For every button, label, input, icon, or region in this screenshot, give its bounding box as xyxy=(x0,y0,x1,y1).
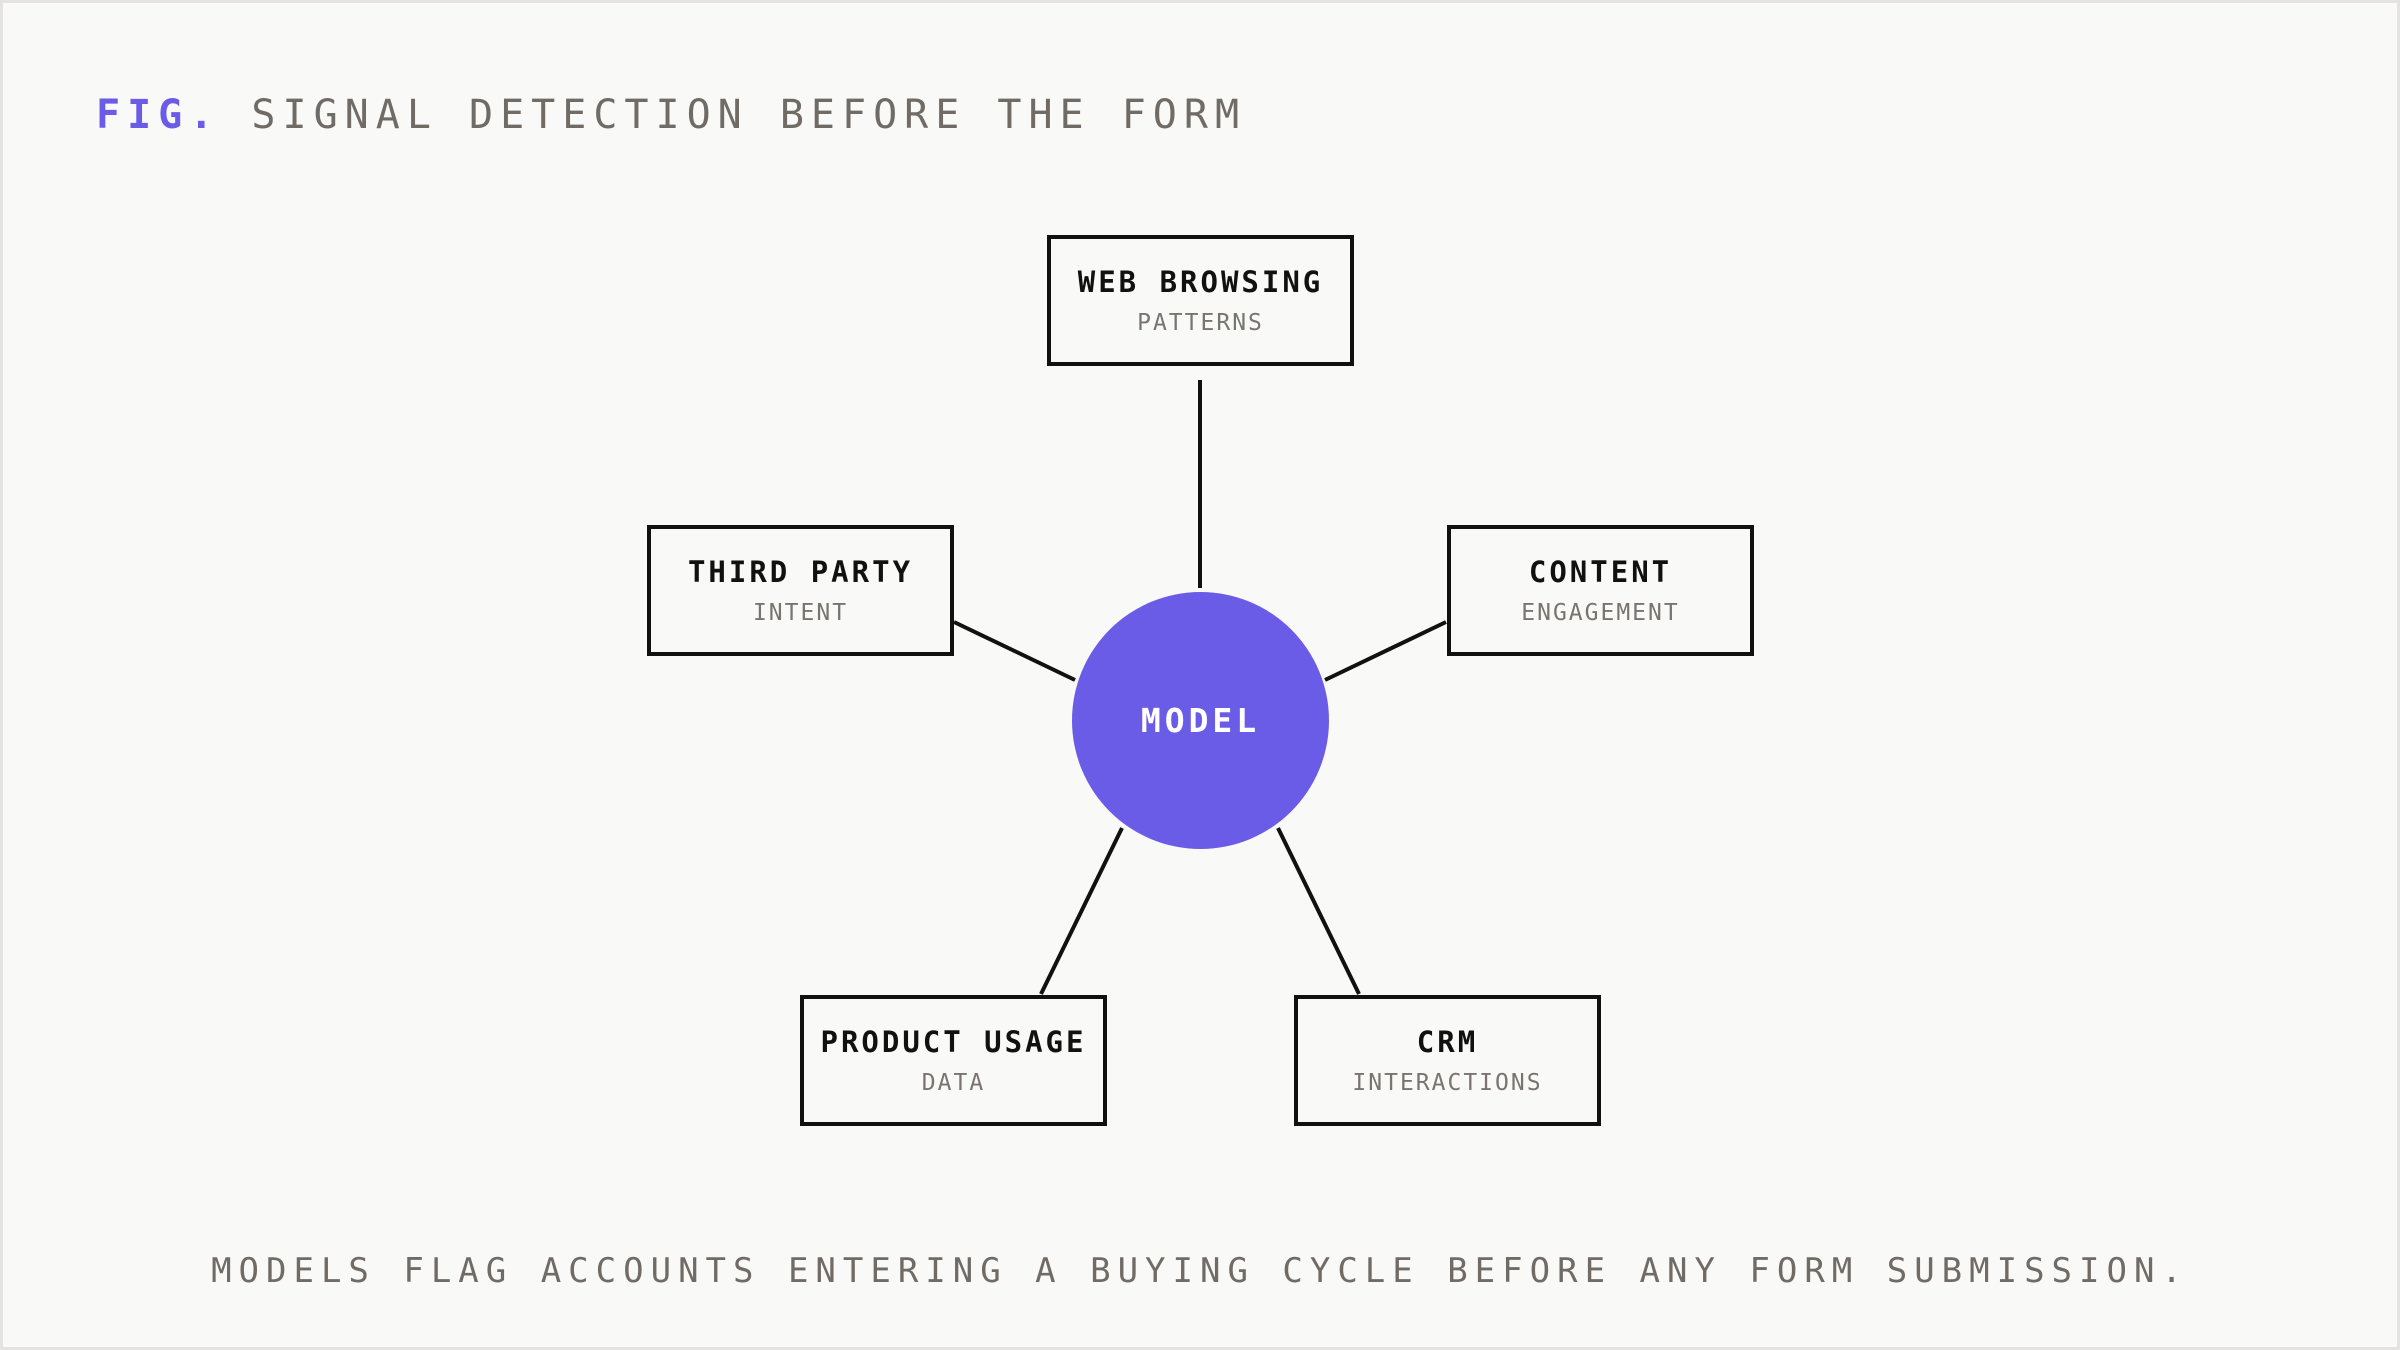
diagram-canvas: FIG. SIGNAL DETECTION BEFORE THE FORM WE… xyxy=(3,3,2397,1347)
node-third-party: THIRD PARTY INTENT xyxy=(647,525,954,656)
node-sublabel: PATTERNS xyxy=(1137,309,1264,336)
node-label: CRM xyxy=(1416,1024,1479,1059)
figure-title: FIG. SIGNAL DETECTION BEFORE THE FORM xyxy=(96,87,1246,143)
figure-title-text: SIGNAL DETECTION BEFORE THE FORM xyxy=(251,92,1247,138)
connector-product-usage xyxy=(1039,827,1124,995)
node-label: WEB BROWSING xyxy=(1077,264,1324,299)
node-label: PRODUCT USAGE xyxy=(820,1024,1087,1059)
node-content: CONTENT ENGAGEMENT xyxy=(1447,525,1754,656)
model-hub: MODEL xyxy=(1072,592,1329,849)
figure-caption: MODELS FLAG ACCOUNTS ENTERING A BUYING C… xyxy=(211,1251,2189,1291)
node-sublabel: INTENT xyxy=(752,599,849,626)
node-crm: CRM INTERACTIONS xyxy=(1294,995,1601,1126)
connector-lines xyxy=(953,380,1447,995)
node-web-browsing: WEB BROWSING PATTERNS xyxy=(1047,235,1354,366)
node-sublabel: INTERACTIONS xyxy=(1352,1069,1543,1096)
node-label: CONTENT xyxy=(1528,554,1673,589)
connector-third-party xyxy=(953,620,1076,682)
connector-crm xyxy=(1276,827,1361,995)
node-product-usage: PRODUCT USAGE DATA xyxy=(800,995,1107,1126)
hub-label: MODEL xyxy=(1140,701,1261,740)
node-sublabel: ENGAGEMENT xyxy=(1521,599,1680,626)
figure-prefix: FIG. xyxy=(96,92,221,138)
node-label: THIRD PARTY xyxy=(687,554,914,589)
connector-content xyxy=(1324,620,1447,682)
node-sublabel: DATA xyxy=(921,1069,986,1096)
